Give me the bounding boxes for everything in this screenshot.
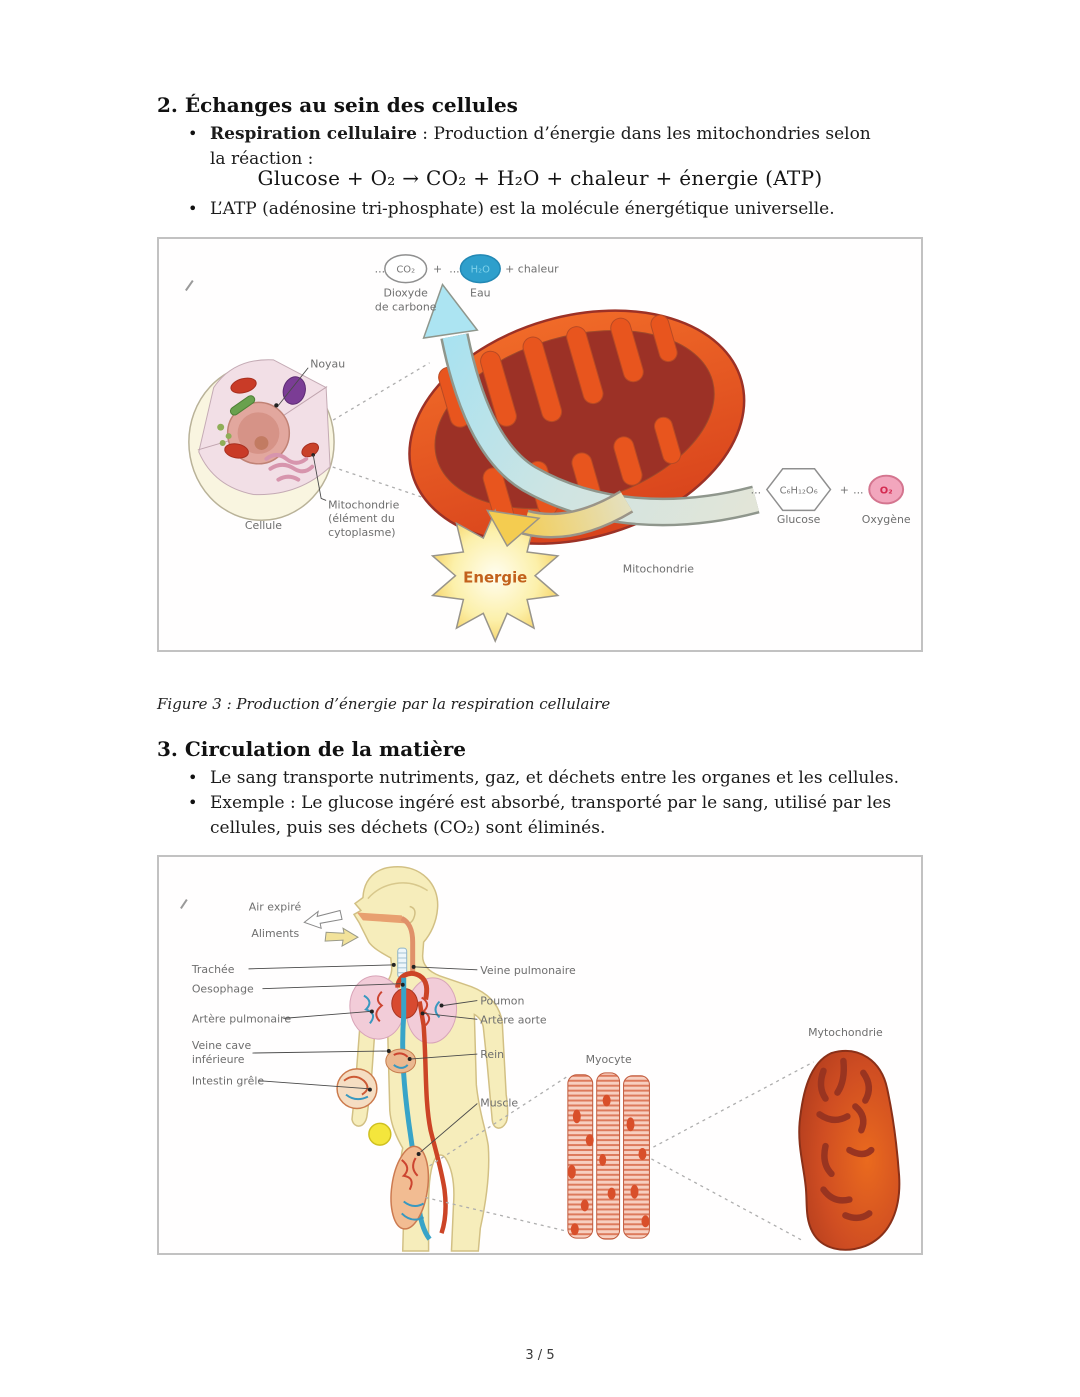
muscle-label: Muscle [480, 1097, 518, 1110]
cellule-label: Cellule [245, 519, 282, 532]
zoom-line [653, 1061, 814, 1148]
oesophage-label: Oesophage [192, 983, 254, 996]
human-body-illustration [336, 866, 509, 1252]
figure-3-caption: Figure 3 : Production d’énergie par la r… [157, 695, 611, 713]
artere-aorte-label: Artère aorte [480, 1013, 547, 1026]
yellow-arrowhead [485, 509, 541, 548]
respiration-text: : Production d’énergie dans les mitochon… [210, 124, 871, 169]
pencil-mark [185, 280, 194, 292]
kidney [385, 1048, 417, 1074]
plus-sign: + [433, 263, 442, 276]
arrow-band [422, 283, 760, 548]
chaleur-label: + chaleur [505, 263, 559, 276]
energy-starburst: Energie [430, 508, 560, 643]
sang-bullet: • Le sang transporte nutriments, gaz, et… [188, 766, 928, 791]
air-expire-label: Air expiré [249, 900, 302, 913]
glucose-formula: C₆H₁₂O₆ [780, 486, 818, 497]
aliments-label: Aliments [251, 927, 299, 940]
trachee-label: Trachée [191, 963, 235, 976]
exemple-bullet: • Exemple : Le glucose ingéré est absorb… [188, 791, 948, 841]
organelle-purple [282, 376, 306, 405]
bean-cristae [816, 1057, 875, 1222]
glucose-molecule: C₆H₁₂O₆ [765, 468, 832, 512]
energie-label: Energie [463, 569, 527, 587]
artere-pulmonaire-label: Artère pulmonaire [192, 1012, 292, 1025]
cristae [438, 314, 682, 527]
dioxyde-label-2: de carbone [375, 300, 437, 313]
veine-cave-label: Veine cave [192, 1039, 252, 1052]
h2o-molecule: H₂O [459, 254, 501, 284]
ellipsis: ... [449, 263, 459, 276]
mitochondrie-label: Mitochondrie [623, 563, 694, 576]
organelle-red [224, 443, 249, 459]
veine-pulmonaire-label: Veine pulmonaire [480, 964, 576, 977]
pencil-mark [180, 899, 188, 910]
organelle-green [229, 395, 256, 416]
bullet-icon: • [188, 768, 198, 787]
zoom-line [425, 1196, 568, 1232]
intestin-grele-label: Intestin grêle [192, 1075, 265, 1088]
ellipsis: ... [751, 484, 761, 497]
myocyte-label: Myocyte [586, 1053, 632, 1066]
zoom-line [320, 362, 430, 428]
air-expire-arrow-icon [303, 909, 343, 930]
aortic-arch [395, 971, 430, 1001]
mouth-cavity [356, 912, 406, 924]
figure-3-svg: Energie ... CO₂ + ... H₂O [185, 254, 911, 643]
oesophagus-tube [400, 916, 416, 974]
figure-3-image: Energie ... CO₂ + ... H₂O [157, 237, 923, 652]
mitochondrion-bean [798, 1050, 901, 1251]
mitochondrie-small-label: Mitochondrie [328, 498, 399, 511]
blue-arrowhead [422, 283, 479, 339]
bullet-icon: • [188, 199, 198, 218]
sang-text: Le sang transporte nutriments, gaz, et d… [210, 768, 899, 788]
myocyte-mitochondria-spots [567, 1094, 650, 1236]
dioxyde-label: Dioxyde [383, 286, 428, 299]
respiration-bullet: • Respiration cellulaire : Production d’… [188, 122, 888, 172]
aorta-vessel [417, 1001, 448, 1234]
o2-formula: O₂ [880, 486, 893, 497]
atp-text: L’ATP (adénosine tri-phosphate) est la m… [210, 199, 835, 219]
o2-molecule: O₂ [868, 474, 905, 505]
mytochondrie-label: Mytochondrie [808, 1026, 883, 1039]
oxygene-label: Oxygène [862, 513, 911, 526]
mitochondrie-small-label-3: cytoplasme) [328, 526, 395, 539]
co2-formula: CO₂ [396, 265, 415, 276]
hairline [367, 882, 429, 900]
poumon-label: Poumon [480, 995, 524, 1008]
bullet-icon: • [188, 124, 198, 143]
section-3-heading: 3. Circulation de la matière [157, 737, 466, 761]
bullet-icon: • [188, 793, 198, 812]
ellipsis: ... [375, 263, 385, 276]
exemple-text: Exemple : Le glucose ingéré est absorbé,… [210, 793, 892, 838]
endoplasmic-reticulum [264, 452, 309, 465]
organelle-red [230, 377, 257, 394]
ellipsis: ... [853, 484, 863, 497]
rein-label: Rein [480, 1048, 504, 1061]
atp-bullet: • L’ATP (adénosine tri-phosphate) est la… [188, 197, 928, 222]
veine-cave-label-2: inférieure [192, 1053, 245, 1066]
glucose-label: Glucose [777, 513, 821, 526]
plus-sign: + [840, 484, 849, 497]
reaction-equation: Glucose + O₂ → CO₂ + H₂O + chaleur + éne… [257, 166, 823, 190]
zoom-line [651, 1158, 804, 1242]
page-number: 3 / 5 [525, 1348, 555, 1363]
eau-label: Eau [470, 286, 491, 299]
aliments-arrow-icon [324, 927, 359, 948]
bladder [368, 1122, 392, 1146]
figure-4-image: Air expiré Aliments Trachée Oesophage Ar… [157, 855, 923, 1255]
figure-4-svg: Air expiré Aliments Trachée Oesophage Ar… [180, 866, 901, 1252]
cell-illustration [188, 359, 335, 522]
h2o-formula: H₂O [471, 265, 490, 276]
noyau-label: Noyau [310, 358, 345, 371]
respiration-bold-label: Respiration cellulaire [210, 124, 417, 144]
co2-molecule: ... CO₂ + ... [375, 254, 460, 284]
section-2-heading: 2. Échanges au sein des cellules [157, 93, 518, 117]
mitochondrie-small-label-2: (élément du [328, 512, 395, 525]
